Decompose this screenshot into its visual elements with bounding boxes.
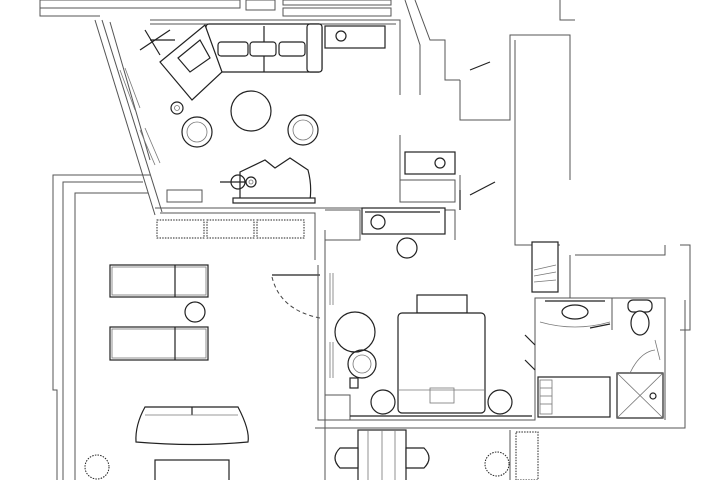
bathtub [537, 376, 611, 418]
sun-lounger-1 [109, 264, 209, 298]
lounge-chair [347, 349, 377, 379]
shower [616, 349, 664, 419]
plant-stand-icon [139, 29, 175, 56]
appliance-cabinet [399, 151, 456, 203]
bedroom-walls [315, 175, 691, 480]
coffee-table [230, 90, 272, 132]
console-table [324, 25, 386, 49]
bathroom [524, 298, 664, 419]
angled-wall [94, 19, 163, 216]
sectional-sofa [159, 23, 323, 101]
top-walls [39, 0, 666, 256]
planters [156, 219, 305, 239]
outdoor-sofa [135, 406, 249, 446]
bed [397, 294, 486, 414]
piano [220, 157, 316, 204]
terrace-walls [52, 174, 150, 480]
toilet-icon [627, 299, 653, 336]
door-swing [271, 274, 321, 319]
chair-left [334, 447, 359, 469]
sun-lounger-2 [109, 326, 209, 361]
armchair-left [181, 116, 213, 148]
potted-plant-bottom-icon [484, 451, 510, 477]
desk [361, 207, 446, 235]
bottom-desk [334, 429, 430, 480]
desk-chair [396, 237, 418, 259]
outdoor-table [154, 459, 230, 480]
potted-plant-icon [84, 454, 110, 480]
lamp-icon [335, 30, 347, 42]
radiator [119, 67, 161, 166]
round-table [334, 311, 376, 353]
nightstand-right [487, 389, 513, 415]
ottoman [349, 377, 359, 389]
chair-right [405, 447, 430, 469]
floor-lamp-icon [170, 101, 184, 115]
nightstand-left [370, 389, 396, 415]
wardrobe [531, 241, 559, 293]
side-table [184, 301, 206, 323]
sink-icon [561, 304, 589, 320]
armchair-right [287, 114, 319, 146]
planter-bottom [515, 431, 539, 480]
radiator-bedroom [329, 273, 334, 378]
